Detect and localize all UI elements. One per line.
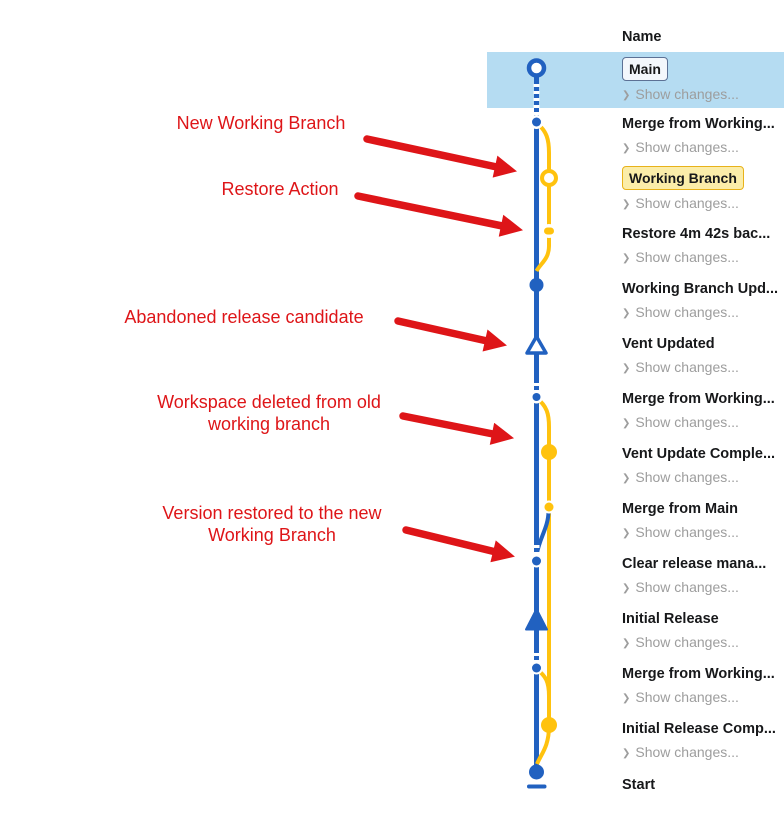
version-chip-working-branch[interactable]: Working Branch: [622, 166, 744, 190]
version-name[interactable]: Merge from Working...: [622, 391, 775, 407]
annotation-restore-action: Restore Action: [221, 179, 339, 199]
chevron-right-icon: ❯: [622, 363, 631, 374]
version-row[interactable]: Clear release mana... ❯ Show changes...: [622, 556, 784, 595]
chevron-right-icon: ❯: [622, 199, 631, 210]
arrow-abandoned-release: [394, 317, 507, 352]
chevron-right-icon: ❯: [622, 748, 631, 759]
annotation-version-restored: Version restored to the new Working Bran…: [162, 503, 382, 545]
node-main-open-circle[interactable]: [526, 58, 547, 78]
version-name[interactable]: Merge from Working...: [622, 666, 775, 682]
node-working-branch-updated[interactable]: [529, 278, 544, 292]
chevron-right-icon: ❯: [622, 143, 631, 154]
version-name[interactable]: Merge from Working...: [622, 116, 775, 132]
chevron-right-icon: ❯: [622, 528, 631, 539]
version-name[interactable]: Initial Release Comp...: [622, 721, 776, 737]
annotation-abandoned-release: Abandoned release candidate: [124, 307, 364, 327]
version-row-start[interactable]: Start: [622, 777, 784, 794]
node-working-branch-open-circle[interactable]: [540, 169, 558, 187]
show-changes-link[interactable]: ❯ Show changes...: [622, 304, 784, 320]
working-branch-loop-top: [534, 121, 551, 273]
show-changes-label: Show changes...: [635, 359, 739, 375]
show-changes-label: Show changes...: [635, 139, 739, 155]
show-changes-label: Show changes...: [635, 744, 739, 760]
node-merge-working-3[interactable]: [532, 663, 541, 673]
node-start[interactable]: [529, 764, 544, 780]
show-changes-label: Show changes...: [635, 579, 739, 595]
version-name[interactable]: Working Branch Upd...: [622, 281, 779, 297]
show-changes-label: Show changes...: [635, 414, 739, 430]
node-initial-release-complete[interactable]: [541, 717, 557, 733]
version-name[interactable]: Clear release mana...: [622, 556, 767, 572]
version-name[interactable]: Vent Update Comple...: [622, 446, 776, 462]
version-name: Start: [622, 777, 656, 793]
annotation-workspace-deleted: Workspace deleted from old working branc…: [157, 392, 381, 434]
node-initial-release-triangle[interactable]: [525, 608, 548, 631]
node-vent-update-complete[interactable]: [541, 444, 557, 460]
node-clear-release[interactable]: [532, 556, 541, 566]
show-changes-label: Show changes...: [635, 524, 739, 540]
node-abandoned-release-triangle[interactable]: [525, 334, 548, 355]
chevron-right-icon: ❯: [622, 418, 631, 429]
chevron-right-icon: ❯: [622, 638, 631, 649]
show-changes-label: Show changes...: [635, 195, 739, 211]
chevron-right-icon: ❯: [622, 308, 631, 319]
show-changes-label: Show changes...: [635, 304, 739, 320]
show-changes-link[interactable]: ❯ Show changes...: [622, 195, 784, 211]
show-changes-link[interactable]: ❯ Show changes...: [622, 469, 784, 485]
chevron-right-icon: ❯: [622, 583, 631, 594]
node-merge-from-main[interactable]: [544, 502, 554, 512]
show-changes-link[interactable]: ❯ Show changes...: [622, 86, 784, 102]
chevron-right-icon: ❯: [622, 693, 631, 704]
arrow-restore-action: [354, 192, 524, 237]
show-changes-link[interactable]: ❯ Show changes...: [622, 139, 784, 155]
version-name[interactable]: Initial Release: [622, 611, 719, 627]
version-row[interactable]: Merge from Working... ❯ Show changes...: [622, 116, 784, 155]
version-name[interactable]: Vent Updated: [622, 336, 715, 352]
show-changes-link[interactable]: ❯ Show changes...: [622, 359, 784, 375]
show-changes-link[interactable]: ❯ Show changes...: [622, 579, 784, 595]
version-chip-main[interactable]: Main: [622, 57, 668, 81]
node-restore-dash[interactable]: [544, 227, 554, 235]
version-name[interactable]: Restore 4m 42s bac...: [622, 226, 771, 242]
annotation-arrows: [354, 135, 524, 563]
version-row[interactable]: Working Branch Upd... ❯ Show changes...: [622, 281, 784, 320]
chevron-right-icon: ❯: [622, 90, 631, 101]
version-row[interactable]: Merge from Main ❯ Show changes...: [622, 501, 784, 540]
show-changes-label: Show changes...: [635, 249, 739, 265]
arrow-new-working-branch: [363, 135, 517, 178]
version-row[interactable]: Vent Update Comple... ❯ Show changes...: [622, 446, 784, 485]
version-row[interactable]: Initial Release ❯ Show changes...: [622, 611, 784, 650]
show-changes-label: Show changes...: [635, 469, 739, 485]
show-changes-link[interactable]: ❯ Show changes...: [622, 249, 784, 265]
version-row-main[interactable]: Main ❯ Show changes...: [622, 57, 784, 102]
show-changes-link[interactable]: ❯ Show changes...: [622, 634, 784, 650]
arrow-workspace-deleted: [399, 412, 515, 445]
show-changes-link[interactable]: ❯ Show changes...: [622, 689, 784, 705]
version-row[interactable]: Vent Updated ❯ Show changes...: [622, 336, 784, 375]
version-row[interactable]: Merge from Working... ❯ Show changes...: [622, 391, 784, 430]
chevron-right-icon: ❯: [622, 473, 631, 484]
node-merge-working-1[interactable]: [532, 117, 541, 127]
start-terminator-bar: [527, 784, 547, 789]
name-column-header: Name: [622, 29, 662, 45]
version-row[interactable]: Merge from Working... ❯ Show changes...: [622, 666, 784, 705]
show-changes-label: Show changes...: [635, 689, 739, 705]
version-row[interactable]: Restore 4m 42s bac... ❯ Show changes...: [622, 226, 784, 265]
annotation-new-working-branch: New Working Branch: [176, 113, 346, 133]
version-row-working-branch[interactable]: Working Branch ❯ Show changes...: [622, 166, 784, 211]
arrow-version-restored: [402, 526, 515, 563]
show-changes-label: Show changes...: [635, 634, 739, 650]
show-changes-link[interactable]: ❯ Show changes...: [622, 744, 784, 760]
node-merge-working-2[interactable]: [532, 393, 541, 401]
show-changes-link[interactable]: ❯ Show changes...: [622, 414, 784, 430]
merge-from-main-curve: [535, 510, 551, 554]
show-changes-label: Show changes...: [635, 86, 739, 102]
show-changes-link[interactable]: ❯ Show changes...: [622, 524, 784, 540]
version-name[interactable]: Merge from Main: [622, 501, 739, 517]
chevron-right-icon: ❯: [622, 253, 631, 264]
version-row[interactable]: Initial Release Comp... ❯ Show changes...: [622, 721, 784, 760]
